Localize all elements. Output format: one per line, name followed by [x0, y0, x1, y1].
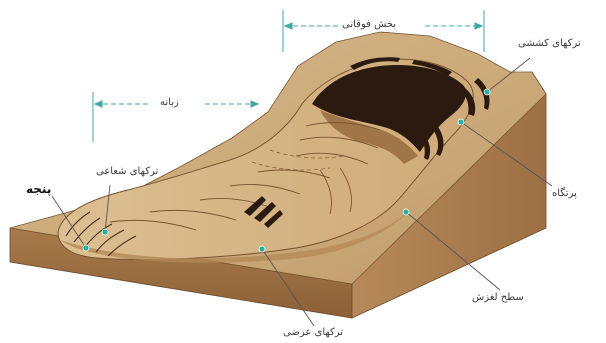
label-tongue: زبانه	[160, 97, 179, 109]
marker-toe	[83, 245, 89, 251]
marker-radial-cracks	[102, 229, 108, 235]
label-slip-surface: سطح لغزش	[472, 292, 524, 304]
label-toe: پنجه	[26, 183, 51, 195]
marker-scarp	[458, 119, 464, 125]
marker-transverse-cracks	[259, 246, 265, 252]
marker-tension-cracks	[484, 89, 490, 95]
label-scarp: پرتگاه	[552, 188, 577, 200]
label-transverse-cracks: ترکهای عرضی	[283, 327, 343, 339]
marker-slip-surface	[403, 209, 409, 215]
label-tension-cracks: ترکهای کششی	[518, 38, 581, 50]
label-upper-part: بخش فوقانی	[342, 19, 396, 31]
label-radial-cracks: ترکهای شعاعی	[96, 166, 158, 178]
